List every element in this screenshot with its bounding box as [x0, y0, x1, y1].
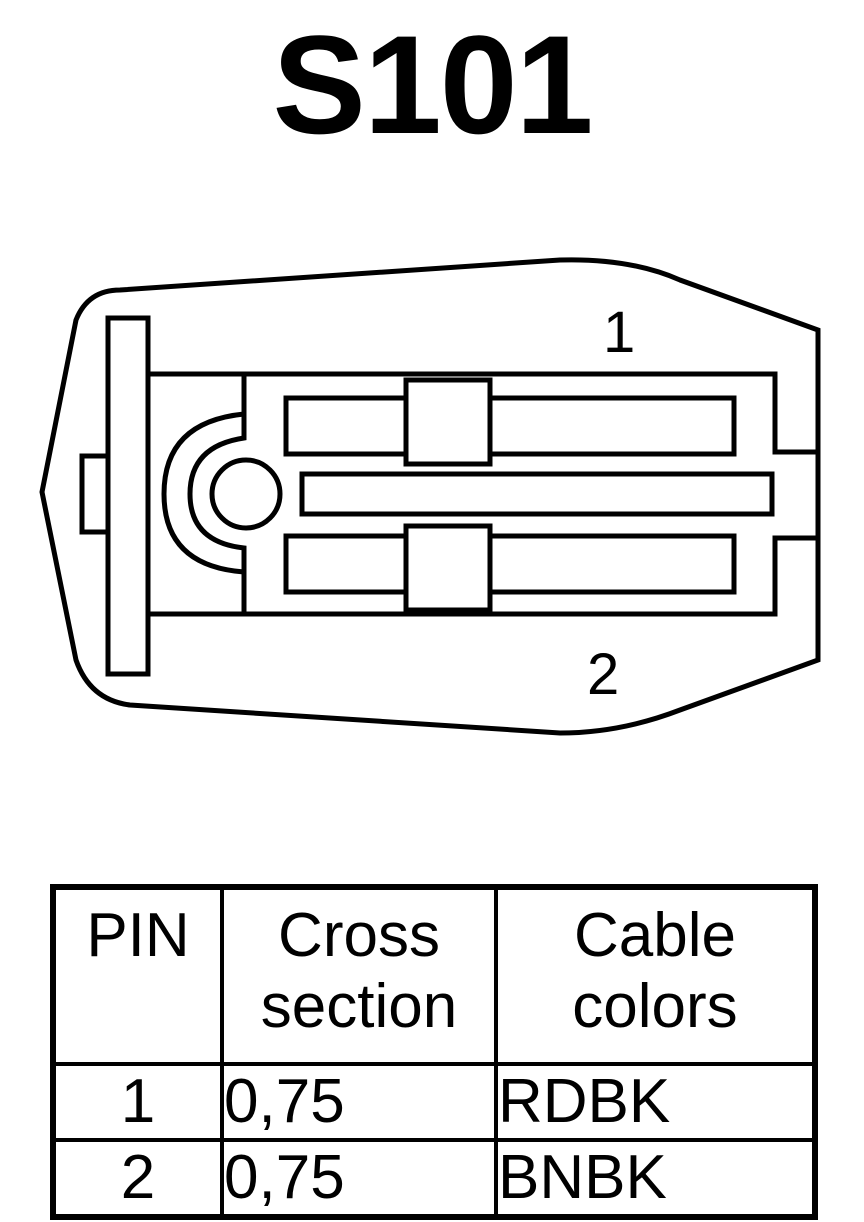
center-rib — [299, 471, 775, 517]
connector-title: S101 — [272, 6, 594, 163]
contact-slot-1 — [283, 395, 737, 457]
contact-clip-2 — [403, 523, 493, 613]
table-header-row: PIN Cross section Cable colors — [51, 885, 817, 1066]
locking-latch — [105, 315, 151, 677]
header-cable-colors-line-1: Cable — [574, 901, 736, 970]
header-cross-section: Cross section — [220, 885, 498, 1066]
header-cable-colors: Cable colors — [494, 885, 817, 1066]
header-pin: PIN — [51, 885, 224, 1066]
guide-groove — [161, 411, 247, 575]
header-cross-section-line-2: section — [260, 972, 458, 1042]
latch-tab — [79, 453, 111, 535]
pin-assignment-table: PIN Cross section Cable colors 1 0,75 RD… — [50, 884, 818, 1220]
header-cross-section-line-1: Cross — [278, 901, 440, 970]
connector-diagram: 1 2 — [39, 257, 821, 736]
connector-housing-outline — [39, 257, 821, 736]
inner-frame — [148, 371, 818, 617]
contact-slot-2 — [283, 533, 737, 595]
contact-clip-1 — [403, 377, 493, 467]
table-row: 2 0,75 BNBK — [51, 1138, 817, 1219]
pin-label-1: 1 — [603, 300, 635, 365]
row-cable-color: RDBK — [494, 1062, 817, 1142]
row-cable-color: BNBK — [494, 1138, 817, 1219]
guide-pin — [209, 457, 283, 531]
row-pin: 1 — [51, 1062, 224, 1142]
pin-label-2: 2 — [587, 642, 619, 707]
row-pin: 2 — [51, 1138, 224, 1219]
table-row: 1 0,75 RDBK — [51, 1062, 817, 1142]
header-cable-colors-line-2: colors — [572, 972, 738, 1042]
row-cross-section: 0,75 — [220, 1062, 498, 1142]
row-cross-section: 0,75 — [220, 1138, 498, 1219]
